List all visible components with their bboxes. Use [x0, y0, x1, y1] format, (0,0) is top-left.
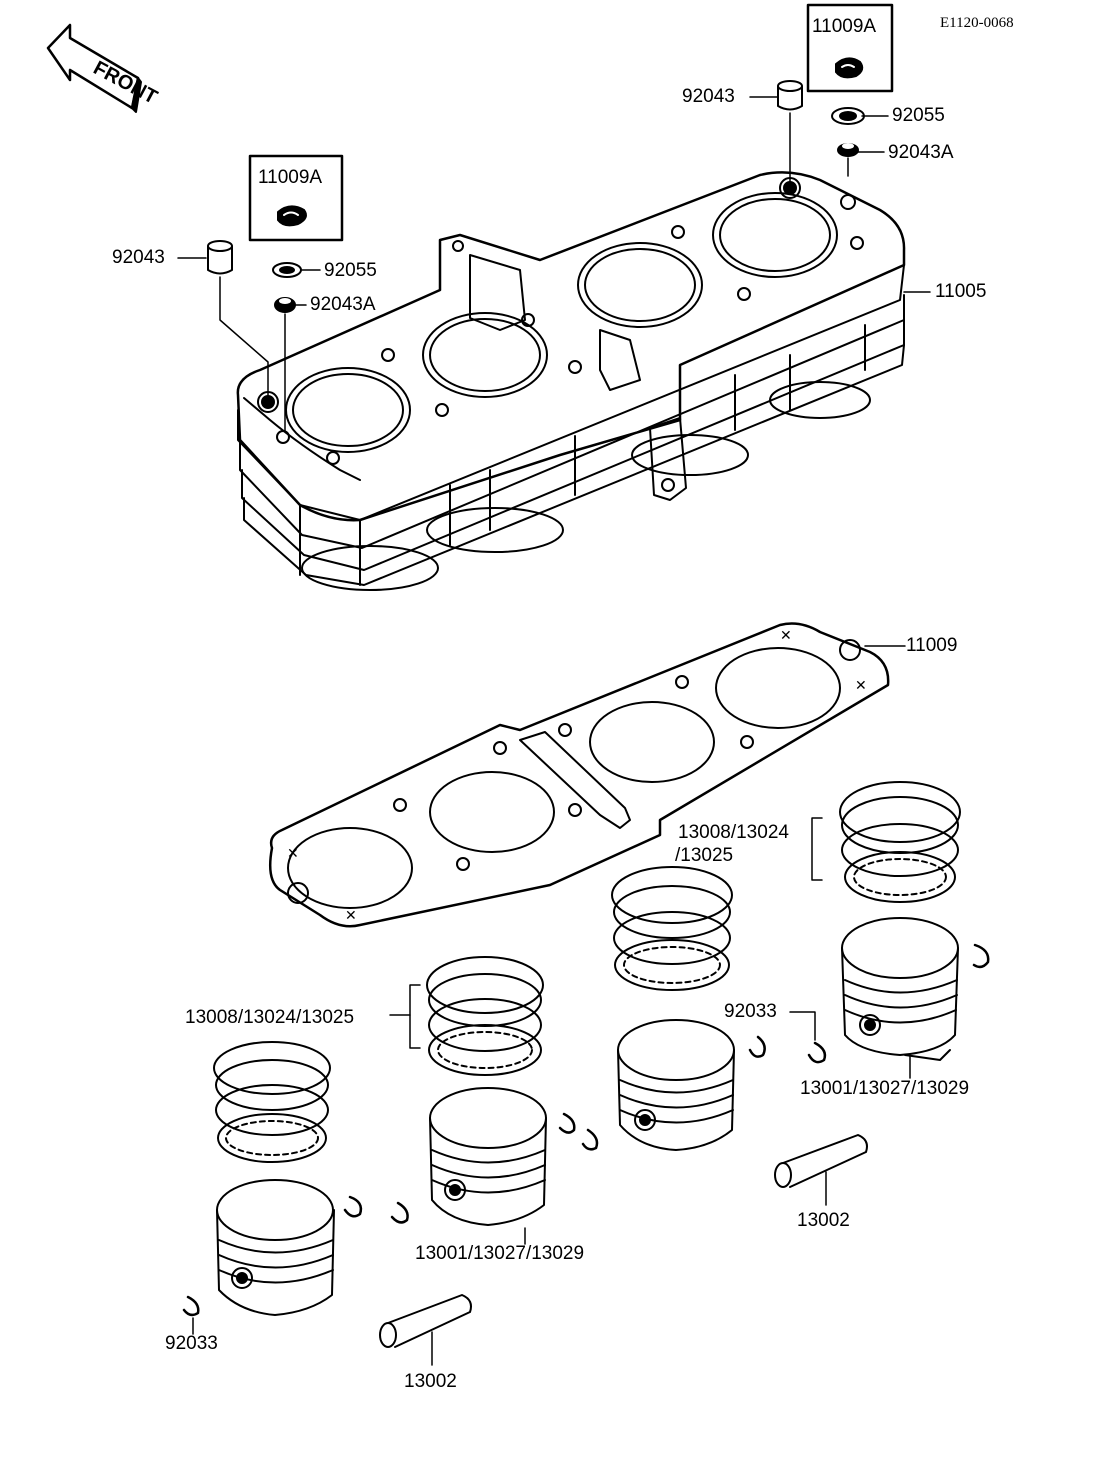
svg-text:✕: ✕ — [780, 627, 792, 643]
head-gasket: ✕ ✕ ✕ ✕ — [269, 622, 906, 928]
piston-rings-set-2 — [611, 866, 733, 991]
leader-lines — [177, 96, 931, 1335]
dowel-a-right-icon — [837, 143, 859, 177]
oring-right-label: 92055 — [892, 105, 945, 126]
rings-right-label-1: 13008/13024 — [678, 822, 789, 843]
svg-text:✕: ✕ — [855, 677, 867, 693]
piston-rings-set-4 — [213, 1041, 331, 1163]
dowel-pin-right-icon — [777, 80, 803, 183]
svg-text:✕: ✕ — [287, 845, 299, 861]
rings-right-label-2: /13025 — [675, 845, 734, 866]
inset-box-left — [248, 154, 344, 242]
piston-pin-left — [379, 1294, 472, 1366]
front-arrow-icon: FRONT — [46, 23, 161, 113]
svg-text:✕: ✕ — [345, 907, 357, 923]
piston-4 — [216, 1179, 335, 1316]
oring-right-icon — [831, 107, 865, 125]
circlips — [182, 943, 990, 1317]
piston-3 — [429, 1087, 547, 1226]
dowel-a-left-icon — [274, 297, 296, 433]
head-gasket-label: 11009 — [906, 635, 958, 656]
dowel-a-left-label: 92043A — [310, 294, 376, 315]
piston-rings-set-1 — [839, 781, 961, 903]
circlip-right-label: 92033 — [724, 1001, 777, 1022]
piston-right-label: 13001/13027/13029 — [800, 1078, 970, 1099]
inset-left-label: 11009A — [258, 167, 323, 188]
piston-1 — [841, 917, 959, 1061]
piston-2 — [617, 1019, 735, 1151]
inset-box-right — [806, 3, 894, 93]
piston-rings-set-3 — [426, 956, 544, 1076]
piston-center-label: 13001/13027/13029 — [415, 1243, 585, 1264]
cylinder-block — [236, 171, 906, 591]
pin-left-label: 13002 — [404, 1371, 457, 1392]
pin-right-label: 13002 — [797, 1210, 850, 1231]
dowel-right-label: 92043 — [682, 86, 735, 107]
diagram-code: E1120-0068 — [940, 15, 1014, 31]
oring-left-label: 92055 — [324, 260, 377, 281]
dowel-pin-left-icon — [207, 240, 269, 396]
oring-left-icon — [272, 262, 302, 278]
dowel-a-right-label: 92043A — [888, 142, 954, 163]
cylinder-block-label: 11005 — [935, 281, 987, 302]
dowel-left-label: 92043 — [112, 247, 165, 268]
inset-right-label: 11009A — [812, 16, 877, 37]
piston-pin-right — [774, 1134, 868, 1206]
rings-left-label: 13008/13024/13025 — [185, 1007, 355, 1028]
circlip-left-label: 92033 — [165, 1333, 218, 1354]
